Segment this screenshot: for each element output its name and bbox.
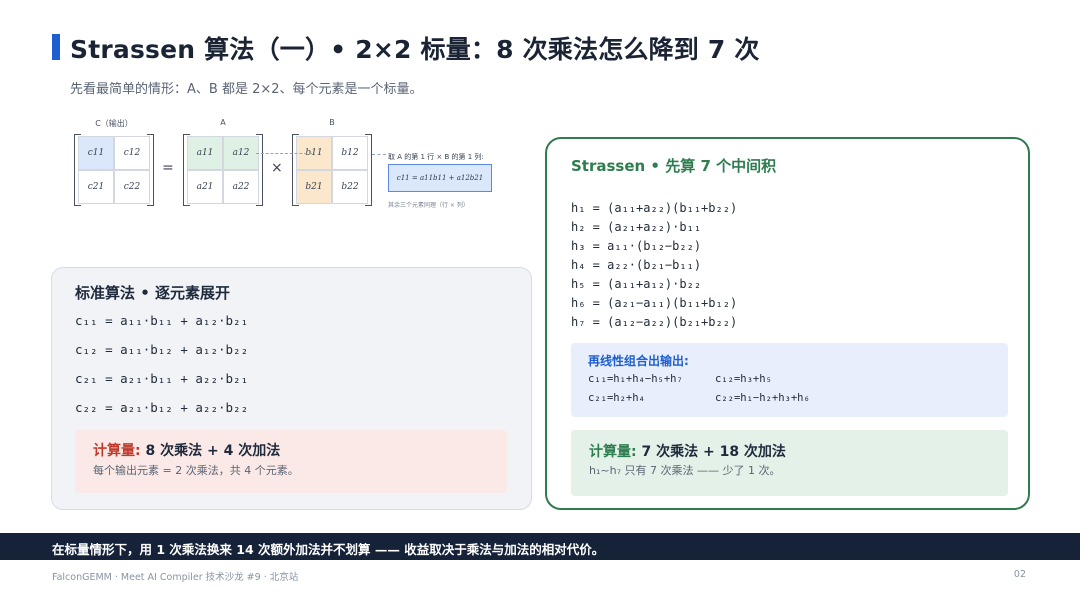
standard-algorithm-heading: 标准算法 • 逐元素展开: [75, 284, 231, 302]
footer-event-label: FalconGEMM · Meet AI Compiler 技术沙龙 #9 · …: [52, 572, 299, 583]
conclusion-banner: 在标量情形下，用 1 次乘法换来 14 次额外加法并不划算 —— 收益取决于乘法…: [0, 533, 1080, 560]
b-cell-21: b21: [296, 170, 332, 204]
a-matrix-label: A: [220, 118, 226, 127]
callout-formula-box: c11 = a11b11 + a12b21: [388, 164, 492, 192]
connector-callout: [372, 154, 386, 155]
a-matrix: a11 a12 a21 a22: [183, 134, 263, 206]
equals-sign: =: [162, 160, 174, 176]
callout-text: 取 A 的第 1 行 × B 的第 1 列:: [388, 153, 484, 161]
c-cell-12: c12: [114, 136, 150, 170]
c-cell-11: c11: [78, 136, 114, 170]
formula-c11: c₁₁ = a₁₁·b₁₁ + a₁₂·b₂₁: [75, 313, 249, 328]
standard-cost-key: 计算量:: [93, 443, 141, 459]
strassen-panel: Strassen • 先算 7 个中间积 h₁ = (a₁₁+a₂₂)(b₁₁+…: [545, 137, 1030, 510]
c-cell-22: c22: [114, 170, 150, 204]
combo-c22: c₂₂=h₁−h₂+h₃+h₆: [715, 392, 810, 404]
formula-c22: c₂₂ = a₂₁·b₁₂ + a₂₂·b₂₂: [75, 400, 249, 415]
b-matrix-label: B: [329, 118, 335, 127]
h1-line: h₁ = (a₁₁+a₂₂)(b₁₁+b₂₂): [571, 201, 738, 215]
standard-algorithm-panel: 标准算法 • 逐元素展开 c₁₁ = a₁₁·b₁₁ + a₁₂·b₂₁ c₁₂…: [51, 267, 532, 510]
h5-line: h₅ = (a₁₁+a₁₂)·b₂₂: [571, 277, 702, 291]
b-cell-12: b12: [332, 136, 368, 170]
strassen-cost-title: 计算量: 7 次乘法 + 18 次加法: [589, 441, 786, 461]
c-cell-21: c21: [78, 170, 114, 204]
standard-cost-box: 计算量: 8 次乘法 + 4 次加法 每个输出元素 = 2 次乘法，共 4 个元…: [75, 430, 507, 493]
standard-cost-desc: 每个输出元素 = 2 次乘法，共 4 个元素。: [93, 464, 299, 477]
b-matrix: b11 b12 b21 b22: [292, 134, 372, 206]
callout-note: 其余三个元素同理（行 × 列）: [388, 202, 469, 209]
connector-a-row: [256, 153, 312, 154]
page-subtitle: 先看最简单的情形：A、B 都是 2×2、每个元素是一个标量。: [70, 82, 423, 97]
h3-line: h₃ = a₁₁·(b₁₂−b₂₂): [571, 239, 702, 253]
combo-c12: c₁₂=h₃+h₅: [715, 373, 772, 385]
conclusion-text: 在标量情形下，用 1 次乘法换来 14 次额外加法并不划算 —— 收益取决于乘法…: [52, 542, 605, 557]
formula-c12: c₁₂ = a₁₁·b₁₂ + a₁₂·b₂₂: [75, 342, 249, 357]
matrix-diagram: C（输出） c11 c12 c21 c22 = A a11 a12 a21 a2…: [72, 116, 502, 216]
h7-line: h₇ = (a₁₂−a₂₂)(b₂₁+b₂₂): [571, 315, 738, 329]
h2-line: h₂ = (a₂₁+a₂₂)·b₁₁: [571, 220, 702, 234]
linear-combination-title: 再线性组合出输出:: [588, 354, 689, 368]
c-matrix: c11 c12 c21 c22: [74, 134, 154, 206]
strassen-cost-key: 计算量:: [589, 444, 637, 460]
linear-combination-box: 再线性组合出输出: c₁₁=h₁+h₄−h₅+h₇ c₁₂=h₃+h₅ c₂₁=…: [571, 343, 1008, 417]
times-sign: ×: [271, 160, 283, 176]
a-cell-12: a12: [223, 136, 259, 170]
standard-cost-value: 8 次乘法 + 4 次加法: [140, 443, 281, 459]
a-cell-21: a21: [187, 170, 223, 204]
strassen-heading: Strassen • 先算 7 个中间积: [571, 157, 777, 175]
a-cell-22: a22: [223, 170, 259, 204]
formula-c21: c₂₁ = a₂₁·b₁₁ + a₂₂·b₂₁: [75, 371, 249, 386]
strassen-cost-desc: h₁~h₇ 只有 7 次乘法 —— 少了 1 次。: [589, 464, 781, 477]
a-cell-11: a11: [187, 136, 223, 170]
combo-c11: c₁₁=h₁+h₄−h₅+h₇: [588, 373, 683, 385]
strassen-cost-value: 7 次乘法 + 18 次加法: [636, 444, 786, 460]
h4-line: h₄ = a₂₂·(b₂₁−b₁₁): [571, 258, 702, 272]
combo-c21: c₂₁=h₂+h₄: [588, 392, 645, 404]
strassen-cost-box: 计算量: 7 次乘法 + 18 次加法 h₁~h₇ 只有 7 次乘法 —— 少了…: [571, 430, 1008, 496]
standard-cost-title: 计算量: 8 次乘法 + 4 次加法: [93, 440, 280, 460]
title-accent-bar: [52, 34, 60, 60]
page-number: 02: [1013, 569, 1026, 580]
page-title: Strassen 算法（一）• 2×2 标量：8 次乘法怎么降到 7 次: [70, 35, 760, 64]
b-cell-22: b22: [332, 170, 368, 204]
h6-line: h₆ = (a₂₁−a₁₁)(b₁₁+b₁₂): [571, 296, 738, 310]
c-matrix-label: C（输出）: [95, 119, 133, 128]
